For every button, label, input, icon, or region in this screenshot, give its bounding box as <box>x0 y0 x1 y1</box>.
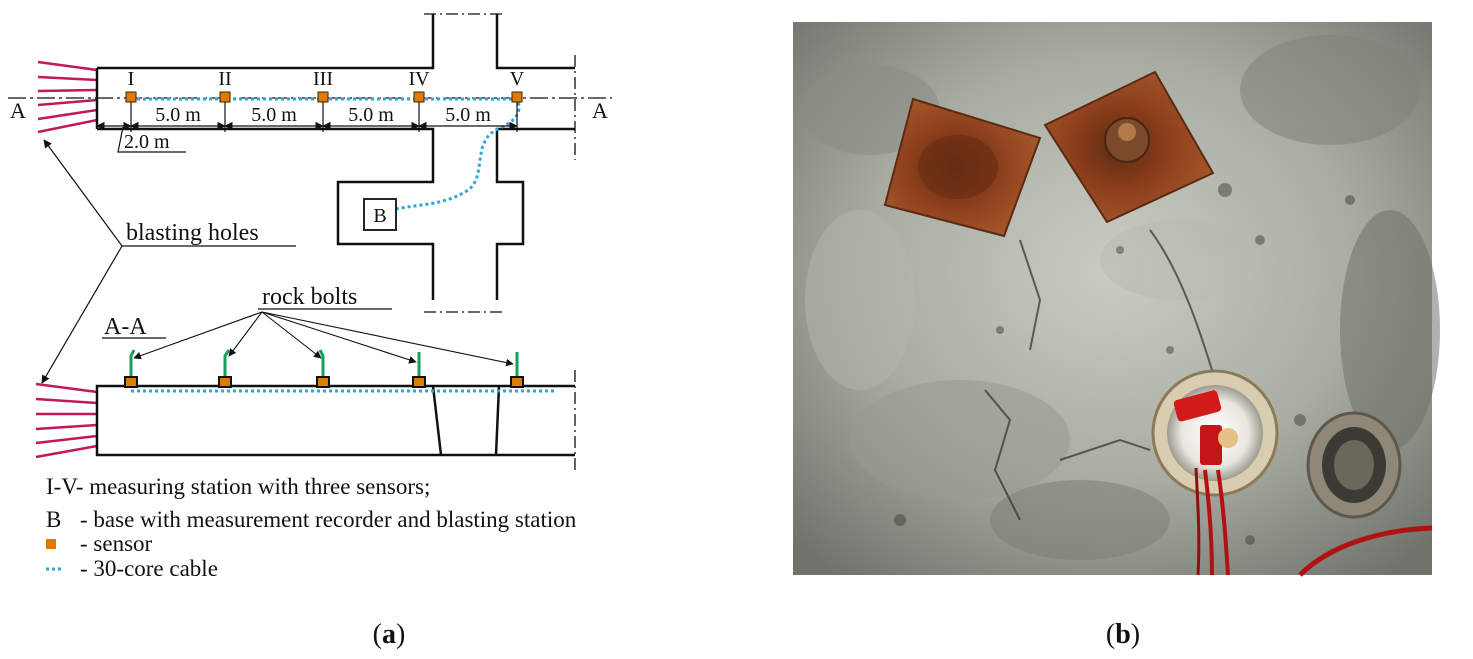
section-mark-left: A <box>10 98 26 123</box>
plan-view: A A B I II III IV V <box>8 13 612 313</box>
rock-bolts <box>129 349 519 378</box>
spacing-label-3: 5.0 m <box>348 104 394 126</box>
legend-stations: I-V- measuring station with three sensor… <box>46 474 430 499</box>
base-label: B <box>373 205 386 227</box>
blasting-holes-callout: blasting holes <box>41 139 296 384</box>
legend-base: - base with measurement recorder and bla… <box>80 507 577 532</box>
legend-sensor-swatch <box>46 539 56 549</box>
station-labels: I II III IV V <box>128 68 525 90</box>
caption-a: (a) <box>373 619 406 650</box>
blasting-holes-section <box>35 382 98 459</box>
section-view: A-A rock bolts <box>35 284 576 470</box>
site-photo <box>793 22 1440 577</box>
legend: I-V- measuring station with three sensor… <box>46 474 577 581</box>
offset-label: 2.0 m <box>124 131 170 153</box>
cable-plan <box>131 97 521 211</box>
section-outline <box>95 384 575 457</box>
blasting-holes-label: blasting holes <box>126 220 259 246</box>
station-label-1: I <box>128 68 135 90</box>
base-box: B <box>363 198 397 231</box>
section-view-label: A-A <box>104 314 147 340</box>
station-label-4: IV <box>408 68 430 90</box>
section-mark-right: A <box>592 98 608 123</box>
caption-b: (b) <box>1106 619 1140 650</box>
legend-cable: - 30-core cable <box>80 556 218 581</box>
dimension-lines <box>96 102 518 153</box>
rock-bolts-label: rock bolts <box>262 284 357 310</box>
station-label-5: V <box>510 68 525 90</box>
legend-sensor: - sensor <box>80 531 153 556</box>
tunnel-outline <box>95 14 575 300</box>
sensors-section <box>124 376 524 388</box>
dimension-labels: 5.0 m 5.0 m 5.0 m 5.0 m 2.0 m <box>124 104 491 153</box>
blasting-holes-plan <box>37 60 98 134</box>
spacing-label-4: 5.0 m <box>445 104 491 126</box>
station-label-3: III <box>313 68 333 90</box>
station-label-2: II <box>218 68 231 90</box>
spacing-label-1: 5.0 m <box>155 104 201 126</box>
break-lines <box>424 13 576 313</box>
rock-bolt-leaders <box>133 311 514 367</box>
legend-base-key: B <box>46 507 61 532</box>
spacing-label-2: 5.0 m <box>251 104 297 126</box>
